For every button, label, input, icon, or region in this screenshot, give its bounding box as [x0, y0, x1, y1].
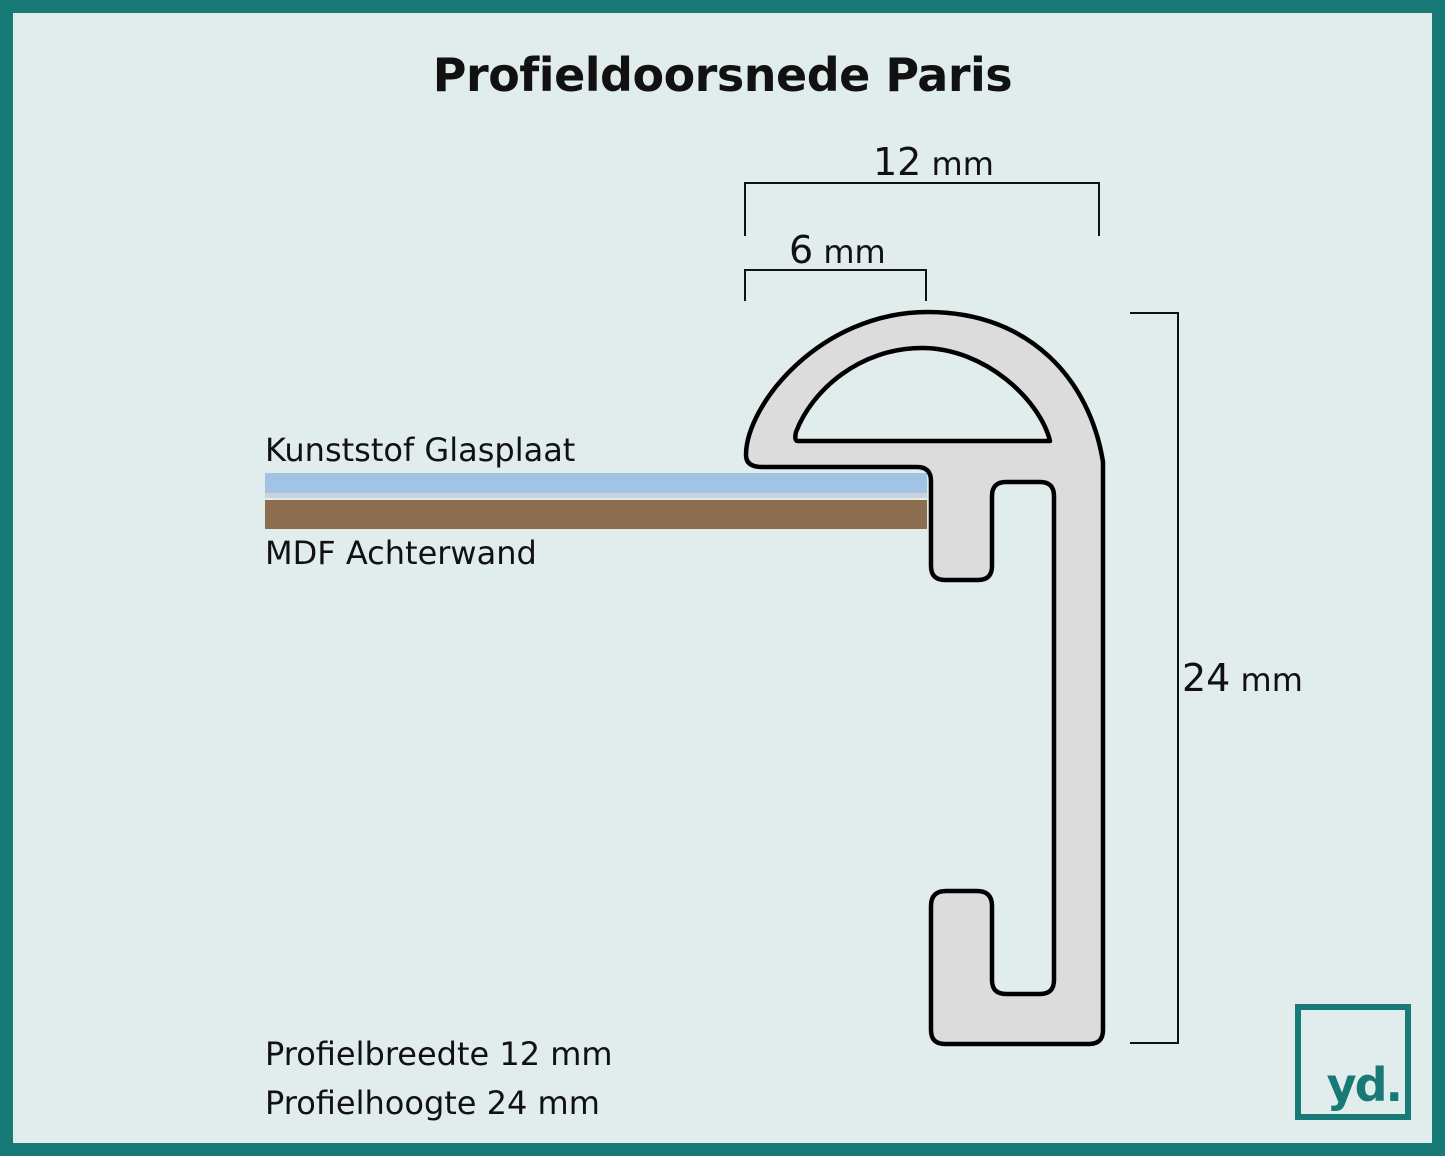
- page-title: Profieldoorsnede Paris: [432, 48, 1013, 102]
- glass-plate-edge: [265, 493, 927, 498]
- mdf-backboard: [265, 500, 927, 529]
- dimension-bracket-6mm: [744, 269, 927, 301]
- dimension-bracket-12mm: [744, 182, 1100, 236]
- dimension-label-24mm: 24 mm: [1182, 656, 1303, 700]
- dimension-label-12mm: 12 mm: [873, 140, 994, 184]
- brand-logo: yd.: [1295, 1004, 1411, 1120]
- frame-profile: [743, 309, 1106, 1047]
- brand-logo-text: yd.: [1326, 1058, 1403, 1112]
- profile-height-text: Profielhoogte 24 mm: [265, 1084, 600, 1122]
- profile-hollow: [793, 345, 1053, 444]
- glass-label: Kunststof Glasplaat: [265, 431, 576, 469]
- backboard-label: MDF Achterwand: [265, 534, 537, 572]
- dimension-bracket-24mm: [1130, 312, 1179, 1044]
- glass-plate: [265, 473, 927, 493]
- profile-width-text: Profielbreedte 12 mm: [265, 1035, 613, 1073]
- dimension-label-6mm: 6 mm: [789, 228, 886, 272]
